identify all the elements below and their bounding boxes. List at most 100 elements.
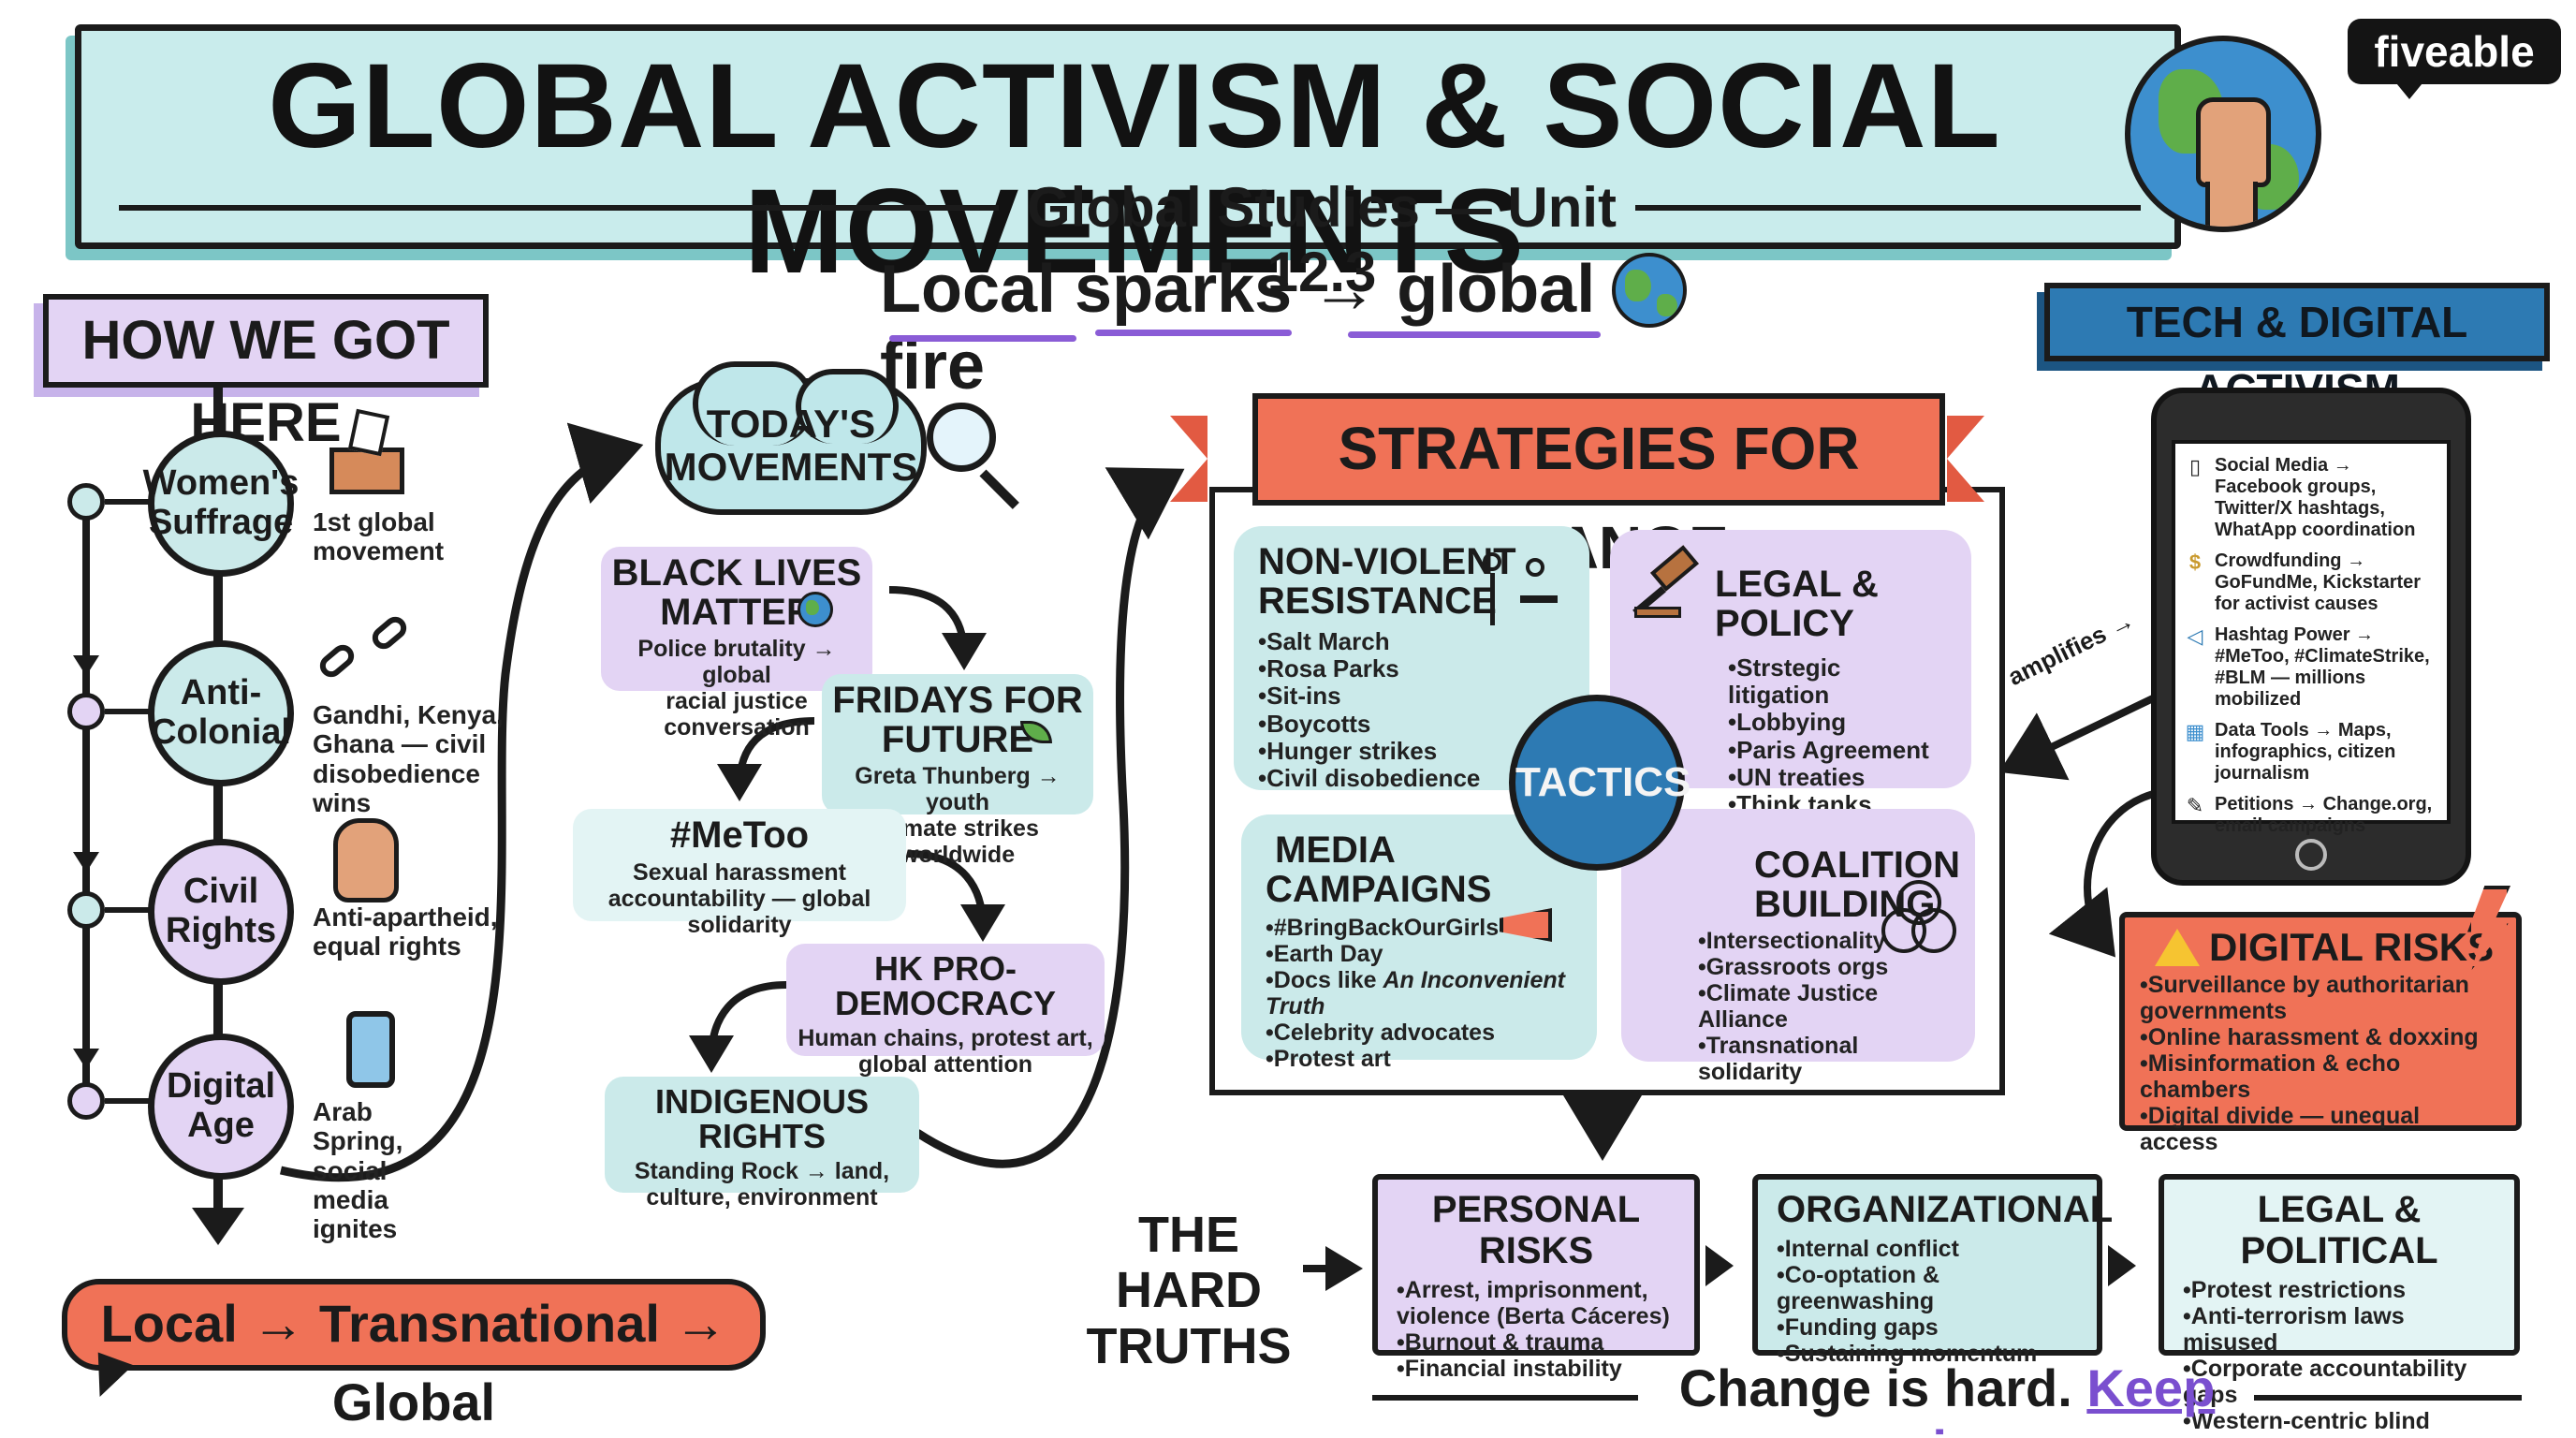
tech-item: ✎Petitions → Change.org, email campaigns [2183,794,2439,837]
movement-card-indigenous: INDIGENOUS RIGHTS Standing Rock → land,c… [605,1077,919,1211]
movement-card-blm: BLACK LIVES MATTER Police brutality → gl… [601,547,872,741]
movements-to-strategies-arrow [915,467,1185,1168]
subtitle-rule-left [119,205,999,211]
list-item: Anti-terrorism laws misused [2183,1303,2496,1356]
megaphone-icon [1492,899,1559,951]
closing-rule-right [2254,1395,2522,1401]
movement-title: FUTURE [881,718,1034,760]
risk-list: Arrest, imprisonment, violence (Berta Cá… [1397,1277,1676,1382]
fff-to-metoo-arrow [717,717,815,801]
list-item: Lobbying [1728,709,1947,736]
timeline-arrowhead [192,1208,244,1245]
list-item: Internal conflict [1777,1236,2078,1262]
node-label: Colonial [151,712,291,752]
timeline-node-anticolonial: Anti-Colonial [148,640,294,786]
timeline-marker [67,693,105,730]
list-item: Intersectionality [1698,928,1951,954]
list-item: Strstegic litigation [1728,654,1947,709]
list-item: Funding gaps [1777,1314,2078,1341]
note-line: Anti-apartheid, [313,902,498,932]
tech-item-text: Petitions → Change.org, email campaigns [2215,794,2433,836]
node-label: Anti- [180,673,262,713]
list-item: Boycotts [1258,710,1565,738]
list-item: Online harassment & doxxing [2140,1024,2501,1050]
timeline-connector [105,709,152,714]
personal-to-org-arrow [1705,1245,1734,1286]
timeline-connector [105,1098,152,1104]
phone-screen: ▯ Social Media → Facebook groups, Twitter… [2172,440,2451,836]
desc-line: Human chains, protest art, [798,1024,1093,1051]
note-line: ignites [313,1214,398,1244]
tech-item-text: Crowdfunding → GoFundMe, Kickstarter for… [2215,550,2422,614]
phone-icon: ▯ [2188,455,2202,478]
movement-title: #MeToo [669,814,810,856]
note-line: movement [313,536,445,566]
broken-chain-icon [315,611,417,687]
docs-title: An Inconvenient Truth [1266,967,1565,1020]
list-item: Grassroots orgs [1698,954,1951,980]
quadrant-coalition: COALITION BUILDING Intersectionality Gra… [1621,809,1975,1085]
quadrant-list: #BringBackOurGirls Earth Day Docs like A… [1266,915,1573,1072]
node-label: Women's [142,463,300,504]
list-item: Arrest, imprisonment, violence (Berta Cá… [1397,1277,1676,1329]
phone-home-button [2295,839,2327,871]
tech-item: ▦Data Tools → Maps, infographics, citize… [2183,720,2439,785]
note-line: equal rights [313,932,461,961]
node-label: Civil [183,872,259,912]
timeline-connector [105,907,152,913]
tagline-underline [1095,330,1292,336]
movement-title: INDIGENOUS RIGHTS [654,1082,870,1156]
brand-logo-tail [2393,79,2426,99]
timeline-note: Anti-apartheid,equal rights [313,902,500,961]
node-label: Suffrage [148,503,294,542]
tagline-underline [1348,331,1601,338]
docs-prefix: Docs like [1273,967,1383,994]
ribbon-tail-left [1170,416,1208,502]
movement-title: HK PRO-DEMOCRACY [834,949,1056,1023]
closing-rule-left [1372,1395,1638,1401]
quadrant-list: Strstegic litigation Lobbying Paris Agre… [1728,654,1947,818]
risk-list: Protest restrictions Anti-terrorism laws… [2183,1277,2496,1438]
timeline-connector [105,499,152,505]
digital-risks-title: DIGITAL RISKS [2209,925,2495,969]
note-line: 1st global [313,507,435,536]
list-item: Celebrity advocates [1266,1020,1573,1046]
list-item: Financial instability [1397,1356,1676,1382]
phone-feed: ▯ Social Media → Facebook groups, Twitter… [2175,444,2447,858]
note-line: Ghana — civil [313,729,487,759]
list-item: Protest restrictions [2183,1277,2496,1303]
header-line: TODAY'S [706,402,876,446]
note-line: social media [313,1155,388,1215]
raised-hand-icon [333,818,399,902]
risk-box-organizational: ORGANIZATIONAL Internal conflict Co-opta… [1752,1174,2113,1367]
list-item: Climate Justice Alliance [1698,980,1951,1033]
movement-desc: Human chains, protest art,global attenti… [786,1025,1105,1078]
digital-risks-list: Surveillance by authoritarian government… [2140,972,2501,1155]
note-line: disobedience wins [313,758,480,818]
tech-item-text: Social Media → Facebook groups, Twitter/… [2215,455,2416,540]
timeline-marker [67,1082,105,1120]
globe-icon [798,592,833,627]
list-item: Burnout & trauma [1397,1329,1676,1356]
node-label: Age [187,1106,255,1145]
list-item: Sit-ins [1258,682,1565,710]
tech-item: $Crowdfunding → GoFundMe, Kickstarter fo… [2183,550,2439,615]
node-label: Rights [165,911,277,950]
warning-icon [2155,928,2200,966]
quadrant-title: LEGAL & POLICY [1715,564,1879,644]
tagline: Local sparks → global fire [880,252,1596,404]
risk-list: Internal conflict Co-optation & greenwas… [1777,1236,2078,1367]
header-line: MOVEMENTS [664,445,918,490]
org-to-legal-arrow [2108,1245,2136,1286]
tech-item-text: Hashtag Power → #MeToo, #ClimateStrike, … [2215,624,2430,710]
movement-title: MATTER [660,591,813,633]
movement-card-fff: FRIDAYS FOR FUTURE Greta Thunberg → yout… [822,674,1093,868]
quadrant-list: Intersectionality Grassroots orgs Climat… [1698,928,1951,1085]
quadrant-list: Salt March Rosa Parks Sit-ins Boycotts H… [1258,628,1565,792]
history-header: HOW WE GOT HERE [43,294,489,453]
magnifier-icon [927,403,996,472]
desc-line: global attention [857,1050,1033,1078]
